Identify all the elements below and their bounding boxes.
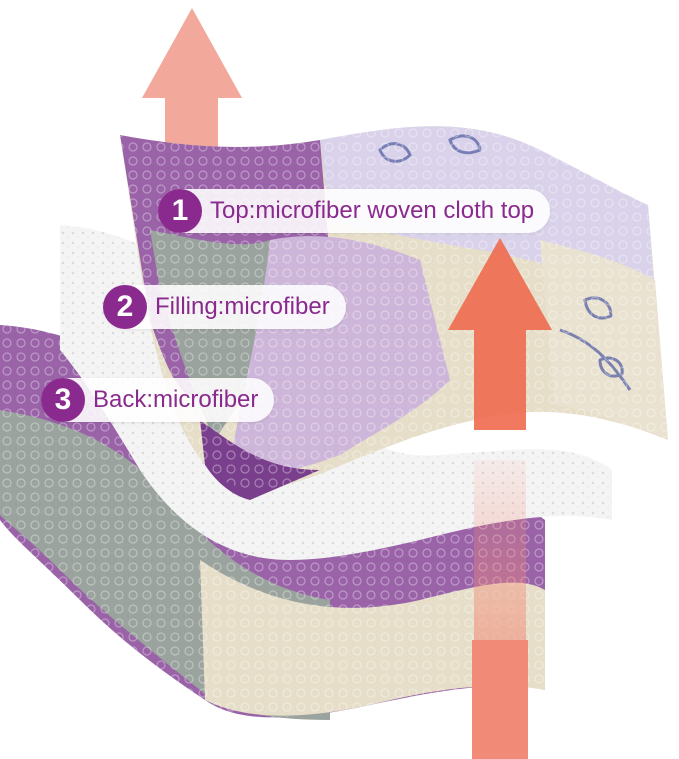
- layer-number-badge: 1: [158, 189, 202, 233]
- layer-label-filling: 2 Filling:microfiber: [103, 285, 346, 329]
- warmth-arrow-icon: [448, 238, 552, 430]
- arrow-up-icon: [142, 8, 242, 185]
- layer-label-text: Top:microfiber woven cloth top: [210, 197, 535, 224]
- layer-label-text: Back:microfiber: [93, 386, 259, 413]
- layer-number-badge: 2: [103, 285, 147, 329]
- layer-label-top: 1 Top:microfiber woven cloth top: [158, 189, 551, 233]
- layer-label-back: 3 Back:microfiber: [41, 378, 275, 422]
- arrow-shaft-icon: [472, 640, 528, 759]
- layer-label-text: Filling:microfiber: [155, 293, 330, 320]
- layer-number-badge: 3: [41, 378, 85, 422]
- warmth-column-icon: [474, 460, 526, 640]
